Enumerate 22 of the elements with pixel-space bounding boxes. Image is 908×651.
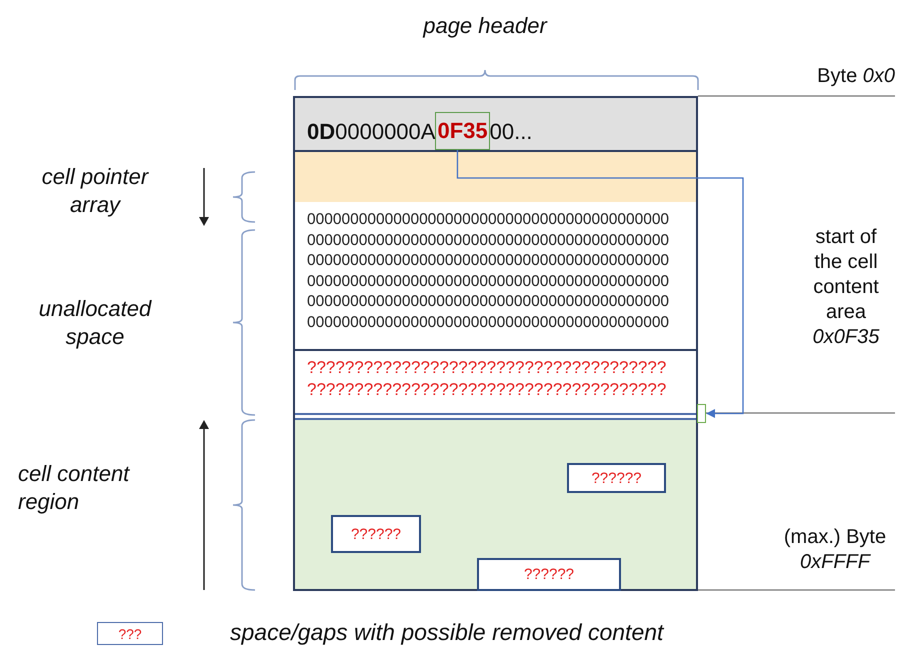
content-offset-field: 0F35 (435, 112, 490, 150)
removed-content-box: ?????? (567, 463, 666, 493)
removed-content-box: ?????? (331, 515, 421, 553)
zero-bytes: 000000000000000000000000000000000000000000 000000000000000000000000000000000000000000 000000000000000000000000000000000000000000 000000000000000000000000000000000000000000 000000000000000000000000000000000000000000 000000000000000000000000000000000000000000 (307, 210, 670, 332)
legend-text: space/gaps with possible removed content (230, 618, 666, 647)
region-label: cell pointer array (40, 163, 150, 218)
database-page (293, 96, 698, 591)
byte-offset-label: Byte 0x0 (816, 64, 895, 89)
region-label: cell content region (18, 460, 131, 515)
unknown-bytes: ?????????????????????????????????????? ?????????????????????????????????????? (307, 357, 668, 401)
pointer-arrow (456, 150, 744, 418)
hex-bytes: 0D0000000A (307, 118, 436, 146)
byte-offset-label: (max.) Byte 0xFFFF (782, 525, 888, 575)
cell-content-region (295, 418, 696, 589)
page-header-row (295, 98, 696, 152)
removed-content-box: ?????? (477, 558, 621, 591)
region-label: unallocated space (38, 295, 153, 350)
offset-description: start of the cell content area 0x0F35 (812, 225, 880, 350)
legend-sample-box: ??? (97, 622, 163, 645)
heading: page header (422, 12, 548, 40)
hex-bytes: 00... (490, 118, 532, 146)
boundary-marker (697, 404, 706, 423)
